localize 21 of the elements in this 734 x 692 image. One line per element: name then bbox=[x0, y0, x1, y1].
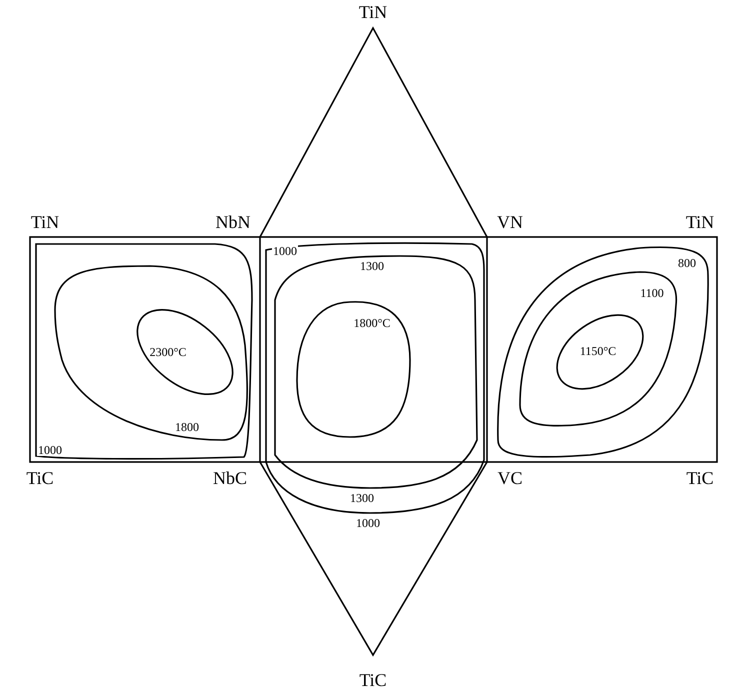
isotherm-label: 1300 bbox=[349, 492, 375, 504]
isotherm-label: 1000 bbox=[355, 517, 381, 529]
component-label: NbC bbox=[213, 469, 247, 487]
isotherm-label: 2300°C bbox=[148, 346, 188, 358]
isotherm-label: 1800°C bbox=[352, 317, 392, 329]
component-label: TiN bbox=[686, 213, 714, 231]
component-label: TiN bbox=[30, 213, 60, 231]
isotherm-label: 1000 bbox=[37, 444, 63, 456]
component-label: TiC bbox=[359, 671, 387, 689]
isotherm-label: 1800 bbox=[174, 421, 200, 433]
component-label: VN bbox=[497, 213, 523, 231]
component-label: TiC bbox=[686, 469, 714, 487]
isotherm-label: 1000 bbox=[272, 245, 298, 257]
isotherm-label: 800 bbox=[677, 257, 697, 269]
isotherm-label: 1100 bbox=[639, 287, 665, 299]
component-label: TiC bbox=[26, 469, 54, 487]
component-label: NbN bbox=[216, 213, 250, 231]
isotherm-label: 1150°C bbox=[578, 345, 618, 357]
isotherm-label: 1300 bbox=[359, 260, 385, 272]
component-label: VC bbox=[498, 469, 522, 487]
component-label: TiN bbox=[358, 3, 388, 21]
